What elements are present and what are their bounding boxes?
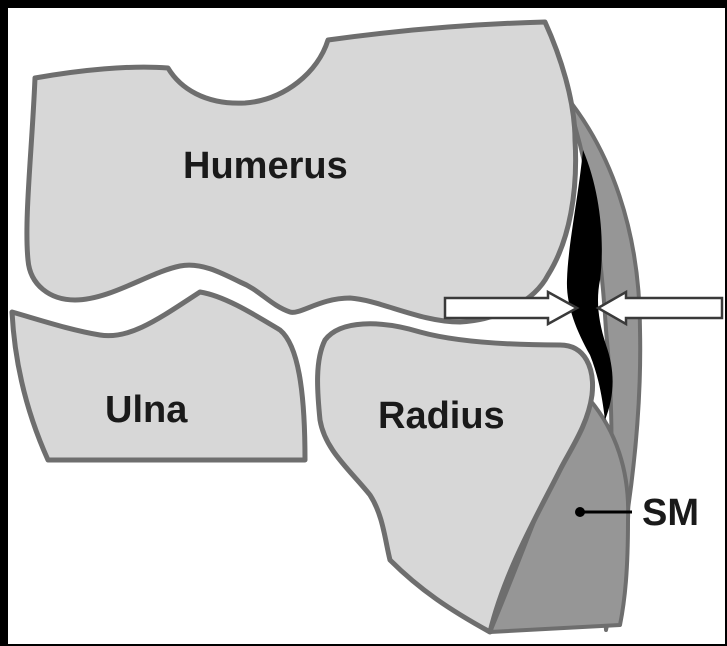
label-humerus: Humerus xyxy=(183,145,348,187)
label-radius: Radius xyxy=(378,395,505,437)
arrow-left-pointing-right xyxy=(445,292,577,324)
label-sm: SM xyxy=(642,492,699,534)
arrow-right-pointing-left xyxy=(598,292,722,324)
label-ulna: Ulna xyxy=(105,389,188,431)
